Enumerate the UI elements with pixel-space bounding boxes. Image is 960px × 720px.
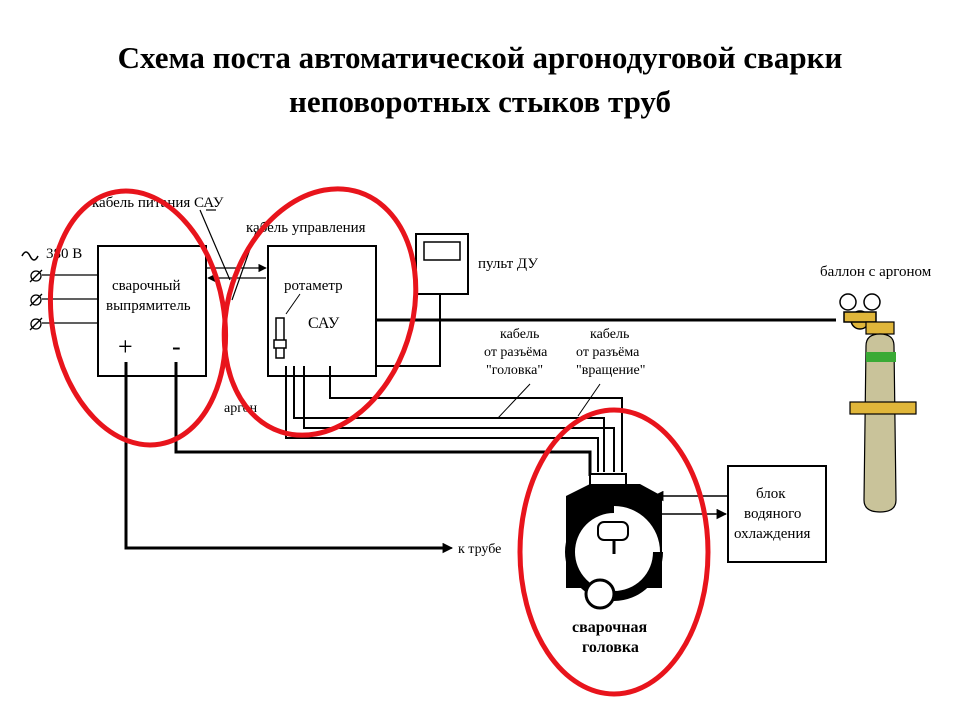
rotameter-icon bbox=[273, 317, 287, 359]
remote-control-unit: пульт ДУ bbox=[376, 233, 538, 367]
cylinder-label: баллон с аргоном bbox=[820, 264, 932, 280]
water-cooling-unit: блок водяного охлаждения bbox=[727, 465, 827, 563]
diagram-title-line-2: неповоротных стыков труб bbox=[288, 84, 671, 119]
rotameter-label: ротаметр bbox=[284, 278, 343, 294]
diagram-title-line-1: Схема поста автоматической аргонодуговой… bbox=[117, 40, 843, 75]
cable-rotation-label-2: от разъёма bbox=[576, 345, 640, 360]
welding-head-label-1: сварочная bbox=[572, 619, 647, 636]
cooling-label-2: водяного bbox=[744, 506, 801, 522]
welding-rectifier: сварочный выпрямитель + - bbox=[97, 245, 207, 377]
argon-cylinder: баллон с аргоном bbox=[820, 264, 932, 513]
plus-terminal-label: + bbox=[118, 332, 133, 361]
cooling-label-1: блок bbox=[756, 486, 786, 502]
rectifier-label-1: сварочный bbox=[112, 278, 181, 294]
welding-head bbox=[565, 473, 663, 610]
highlight-welding-head bbox=[517, 407, 711, 697]
gauge-icon bbox=[839, 293, 881, 330]
power-cable-label: кабель питания САУ bbox=[92, 195, 224, 211]
cable-rotation-label-3: "вращение" bbox=[576, 363, 645, 378]
mains-supply: 380 В bbox=[21, 246, 98, 331]
cable-rotation-label-1: кабель bbox=[590, 327, 629, 342]
rectifier-label-2: выпрямитель bbox=[106, 298, 191, 314]
remote-label: пульт ДУ bbox=[478, 256, 538, 272]
cable-head-label-2: от разъёма bbox=[484, 345, 548, 360]
highlight-ellipses bbox=[47, 186, 711, 697]
voltage-label: 380 В bbox=[46, 246, 82, 262]
sau-label: САУ bbox=[308, 315, 340, 332]
to-pipe-label: к трубе bbox=[458, 542, 501, 557]
minus-terminal-label: - bbox=[172, 332, 181, 361]
welding-head-label-2: головка bbox=[582, 639, 639, 656]
sau-control-unit: ротаметр САУ bbox=[267, 245, 377, 377]
head-cables bbox=[285, 366, 623, 472]
sine-wave-icon bbox=[21, 251, 39, 261]
cable-head-label-3: "головка" bbox=[486, 363, 543, 378]
phase-terminal-icon bbox=[29, 269, 43, 331]
cable-head-label-1: кабель bbox=[500, 327, 539, 342]
cooling-label-3: охлаждения bbox=[734, 526, 810, 542]
highlight-rectifier bbox=[47, 188, 229, 448]
welding-current-cables bbox=[124, 362, 592, 550]
cable-label-leaders bbox=[497, 383, 601, 419]
highlight-sau bbox=[221, 186, 419, 438]
control-cable-label: кабель управления bbox=[246, 220, 366, 236]
cooling-hoses bbox=[652, 490, 728, 520]
